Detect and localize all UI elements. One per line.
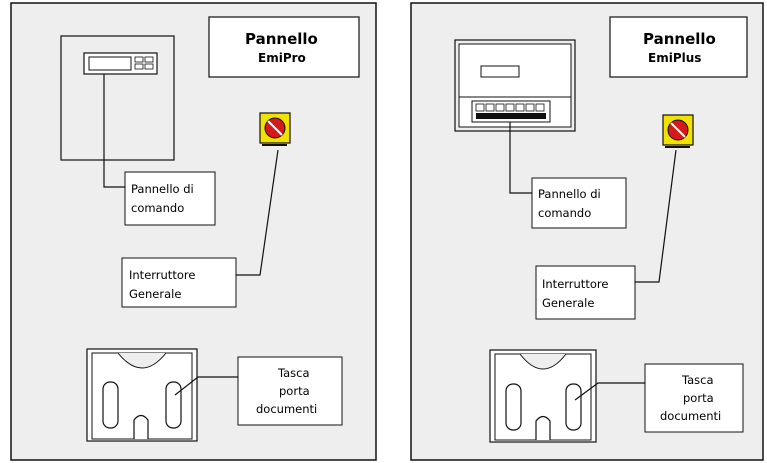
document-pocket-icon [489,349,597,443]
main-switch-label-line1: Interruttore [542,277,608,291]
panel-emipro-subtitle: EmiPro [258,51,306,65]
document-pocket-label-line1: Tasca [681,373,714,387]
document-pocket-label-line1: Tasca [277,366,310,380]
control-leader-line [103,74,125,188]
document-pocket-label-box [237,356,343,426]
document-pocket-label-box [644,363,744,433]
main-switch-label-box [535,265,636,320]
document-pocket-icon [86,348,198,442]
control-panel-label-line2: comando [131,201,184,215]
document-pocket-label-line2: porta [683,391,714,405]
control-panel-label-box [531,177,627,229]
emipro-controller [83,52,158,75]
control-panel-label-line1: Pannello di [131,182,194,196]
switch-leader-line [236,149,279,276]
document-pocket-label-line3: documenti [660,409,721,423]
main-switch-label-line2: Generale [542,296,594,310]
main-switch-label-line2: Generale [129,287,181,301]
control-panel-label-line1: Pannello di [538,187,601,201]
document-pocket-label-line3: documenti [256,402,317,416]
main-switch-label-line1: Interruttore [129,268,195,282]
switch-leader-line [635,149,677,283]
main-switch-icon [662,114,694,148]
control-leader-line [509,122,532,194]
main-switch-label-box [121,257,237,308]
main-switch-icon [259,112,291,146]
emiplus-controller [454,39,576,132]
panel-emiplus-title-box [609,16,748,78]
panel-emipro-title: Pannello [245,30,318,48]
pocket-leader-line [174,376,238,396]
panel-emipro: Pannello EmiPro Pannello di comando [10,2,377,461]
pocket-leader-line [574,382,645,401]
panel-emiplus: Pannello EmiPlus [410,2,764,461]
document-pocket-label-line2: porta [279,384,310,398]
panel-emiplus-subtitle: EmiPlus [648,51,701,65]
panel-emipro-title-box [208,16,360,78]
control-panel-label-box [124,171,216,226]
control-panel-label-line2: comando [538,206,591,220]
panel-emiplus-title: Pannello [643,30,716,48]
